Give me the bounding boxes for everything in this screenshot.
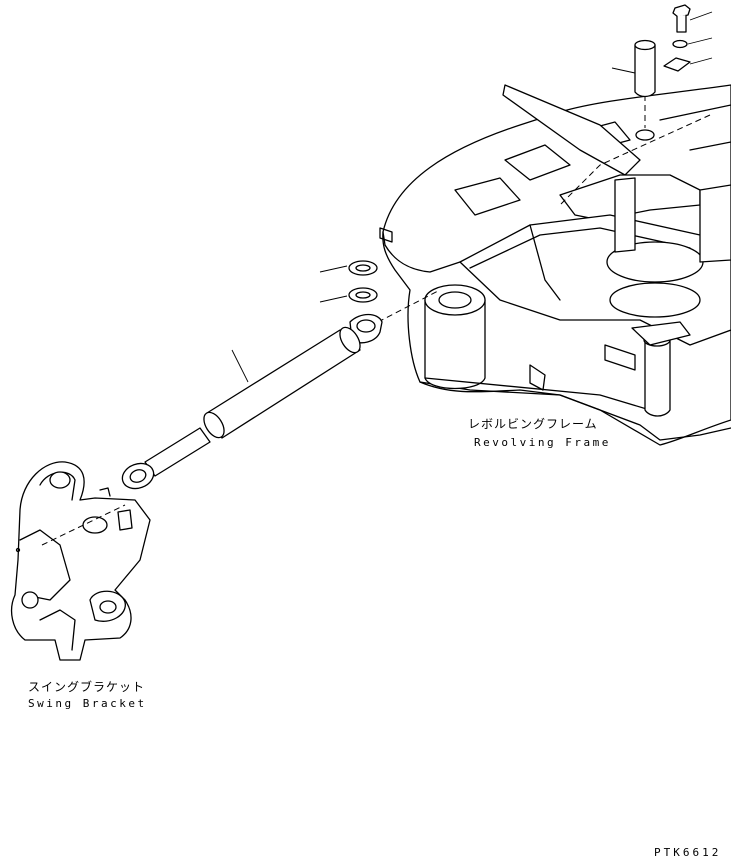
pin-assembly xyxy=(611,4,713,98)
revolving-frame-label-jp: レボルビングフレーム xyxy=(468,417,598,431)
shims xyxy=(319,260,378,303)
revolving-frame-label-en: Revolving Frame xyxy=(474,436,611,449)
swing-bracket-label-jp: スイングブラケット xyxy=(28,680,146,694)
swing-bracket xyxy=(11,461,151,661)
drawing-code: PTK6612 xyxy=(654,846,722,859)
revolving-frame xyxy=(377,84,731,446)
swing-bracket-label-en: Swing Bracket xyxy=(28,697,147,710)
swing-cylinder xyxy=(121,313,383,490)
